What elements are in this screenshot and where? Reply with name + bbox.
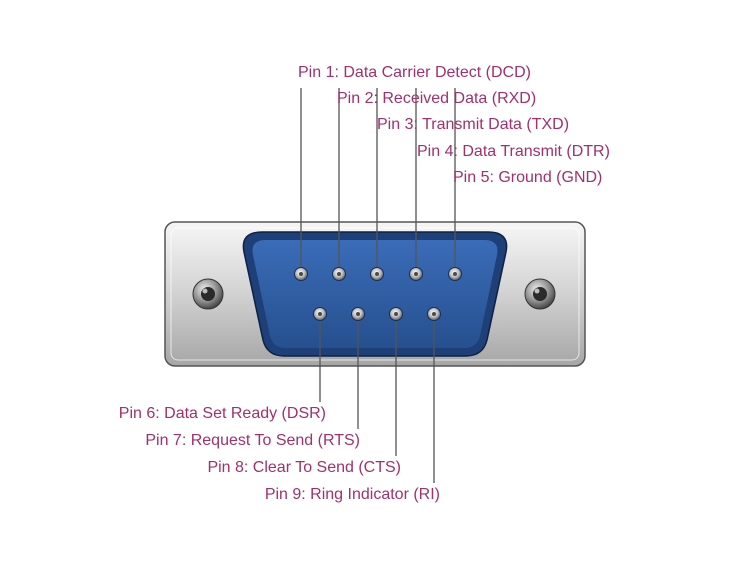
pin-8-label: Pin 8: Clear To Send (CTS) bbox=[207, 459, 401, 476]
pin-6-socket bbox=[318, 312, 322, 316]
pin-5-socket bbox=[453, 272, 457, 276]
leader-lines bbox=[300, 88, 456, 483]
connector-face bbox=[252, 240, 498, 348]
pin-2-label: Pin 2: Received Data (RXD) bbox=[337, 90, 537, 107]
left-screw-icon bbox=[192, 278, 224, 310]
right-screw-icon bbox=[524, 278, 556, 310]
pin-7-socket bbox=[356, 312, 360, 316]
pin-8-socket bbox=[394, 312, 398, 316]
pin-5-label: Pin 5: Ground (GND) bbox=[453, 169, 603, 186]
pin-markers bbox=[294, 267, 462, 321]
pin-9-label: Pin 9: Ring Indicator (RI) bbox=[264, 486, 440, 503]
pin-4-socket bbox=[414, 272, 418, 276]
pin-3-socket bbox=[375, 272, 379, 276]
pin-4-label: Pin 4: Data Transmit (DTR) bbox=[417, 143, 610, 160]
pin-9-socket bbox=[432, 312, 436, 316]
pin-2-socket bbox=[337, 272, 341, 276]
pin-1-label: Pin 1: Data Carrier Detect (DCD) bbox=[298, 64, 531, 81]
pin-6-label: Pin 6: Data Set Ready (DSR) bbox=[118, 405, 326, 422]
pin-7-label: Pin 7: Request To Send (RTS) bbox=[145, 432, 360, 449]
pin-3-label: Pin 3: Transmit Data (TXD) bbox=[377, 116, 570, 133]
connector-shell-bevel bbox=[170, 227, 580, 361]
pin-1-socket bbox=[299, 272, 303, 276]
